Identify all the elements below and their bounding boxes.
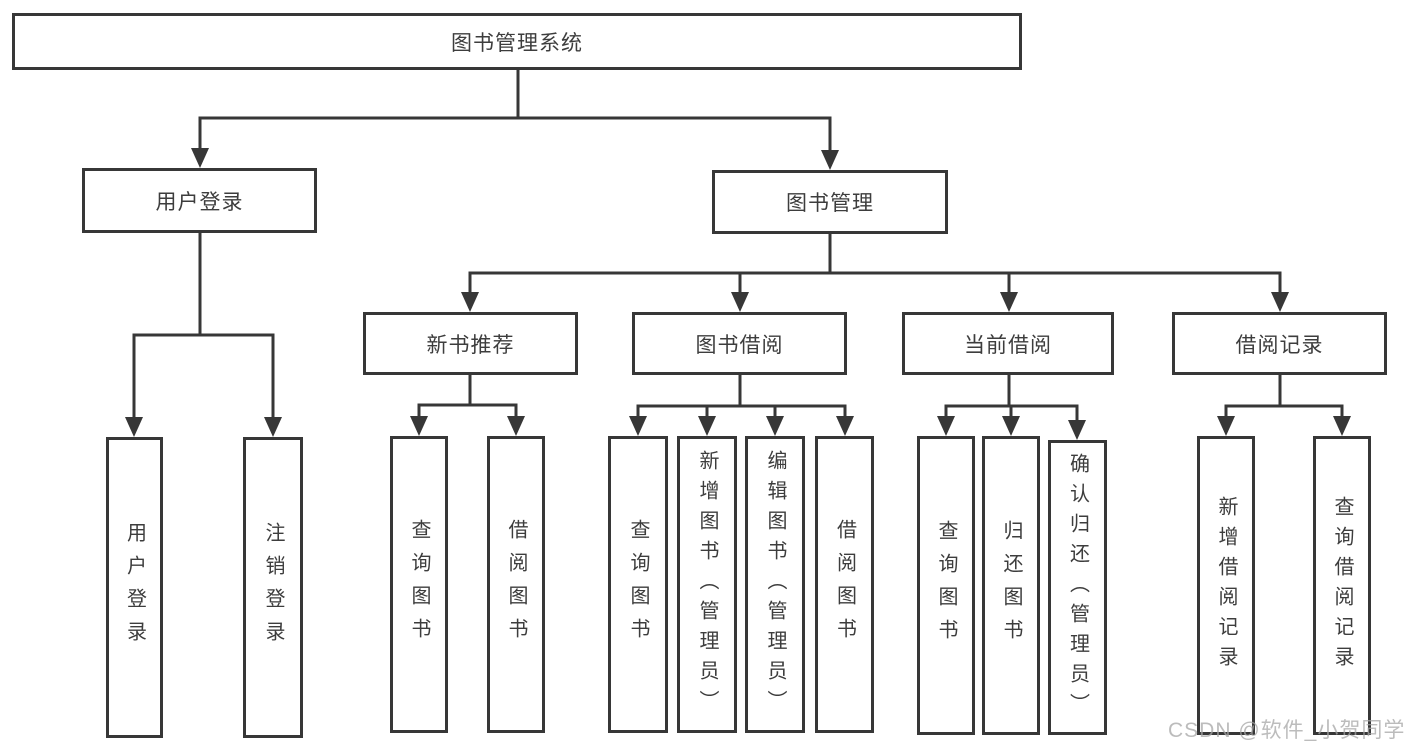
arrowhead-icon — [629, 416, 647, 436]
connector-borrowrecord-to-leaves — [1224, 372, 1344, 420]
node-leaf-edit-book-admin-label: 编辑图书（管理员） — [764, 449, 786, 720]
node-leaf-add-borrow-record: 新增借阅记录 — [1197, 436, 1255, 735]
connector-userlogin-to-leaves — [132, 230, 275, 421]
node-leaf-add-book-admin: 新增图书（管理员） — [677, 436, 737, 733]
connector-newbook-to-leaves — [417, 372, 518, 420]
connector-bookmgmt-to-level3 — [468, 231, 1282, 296]
node-new-book-recommend: 新书推荐 — [363, 312, 578, 375]
node-leaf-user-login: 用户登录 — [106, 437, 163, 738]
arrowhead-icon — [731, 292, 749, 312]
node-leaf-return-book-label: 归还图书 — [1000, 519, 1022, 652]
node-current-borrowing: 当前借阅 — [902, 312, 1114, 375]
connector-stems — [132, 67, 1344, 424]
connector-bookborrow-to-leaves — [636, 372, 847, 420]
node-leaf-newbook-query-label: 查询图书 — [408, 518, 430, 651]
arrowhead-icon — [1002, 416, 1020, 436]
node-leaf-add-borrow-record-label: 新增借阅记录 — [1215, 495, 1237, 676]
node-leaf-current-query-book: 查询图书 — [917, 436, 975, 735]
arrowhead-icon — [1333, 416, 1351, 436]
arrowhead-icon — [1271, 292, 1289, 312]
arrowhead-icon — [766, 416, 784, 436]
arrowhead-icon — [836, 416, 854, 436]
node-leaf-borrow-book: 借阅图书 — [815, 436, 874, 733]
node-leaf-current-query-book-label: 查询图书 — [935, 519, 957, 652]
node-current-borrowing-label: 当前借阅 — [964, 333, 1052, 357]
node-root-label: 图书管理系统 — [451, 31, 583, 55]
node-book-borrowing: 图书借阅 — [632, 312, 847, 375]
node-leaf-newbook-borrow-label: 借阅图书 — [505, 518, 527, 651]
arrowhead-icon — [461, 292, 479, 312]
arrowhead-icon — [821, 150, 839, 170]
node-book-borrowing-label: 图书借阅 — [695, 333, 784, 357]
arrowheads — [125, 148, 1351, 440]
arrowhead-icon — [937, 416, 955, 436]
node-leaf-edit-book-admin: 编辑图书（管理员） — [745, 436, 805, 733]
connector-root-to-level2 — [198, 67, 832, 154]
arrowhead-icon — [1068, 420, 1086, 440]
node-leaf-query-borrow-record-label: 查询借阅记录 — [1331, 495, 1353, 676]
node-book-management-label: 图书管理 — [786, 192, 874, 215]
node-user-login: 用户登录 — [82, 168, 317, 233]
node-book-management: 图书管理 — [712, 170, 948, 234]
arrowhead-icon — [698, 416, 716, 436]
node-new-book-recommend-label: 新书推荐 — [426, 333, 515, 357]
node-leaf-return-book: 归还图书 — [982, 436, 1040, 735]
csdn-watermark: CSDN @软件_小贺同学 — [1168, 719, 1405, 742]
arrowhead-icon — [191, 148, 209, 168]
node-leaf-newbook-borrow: 借阅图书 — [487, 436, 545, 733]
node-borrow-records: 借阅记录 — [1172, 312, 1387, 375]
node-leaf-borrow-query-book-label: 查询图书 — [627, 518, 649, 651]
node-leaf-confirm-return-admin-label: 确认归还（管理员） — [1066, 452, 1089, 723]
node-borrow-records-label: 借阅记录 — [1235, 333, 1324, 357]
arrowhead-icon — [264, 417, 282, 437]
node-leaf-query-borrow-record: 查询借阅记录 — [1313, 436, 1371, 735]
node-leaf-logout: 注销登录 — [243, 437, 303, 738]
arrowhead-icon — [1000, 292, 1018, 312]
node-leaf-borrow-book-label: 借阅图书 — [833, 518, 856, 651]
arrowhead-icon — [507, 416, 525, 436]
node-leaf-add-book-admin-label: 新增图书（管理员） — [696, 449, 718, 720]
arrowhead-icon — [1217, 416, 1235, 436]
node-leaf-confirm-return-admin: 确认归还（管理员） — [1048, 440, 1107, 735]
node-root: 图书管理系统 — [12, 13, 1022, 70]
node-user-login-label: 用户登录 — [155, 190, 244, 214]
arrowhead-icon — [410, 416, 428, 436]
node-leaf-logout-label: 注销登录 — [262, 521, 284, 654]
node-leaf-newbook-query: 查询图书 — [390, 436, 448, 733]
node-leaf-borrow-query-book: 查询图书 — [608, 436, 668, 733]
arrowhead-icon — [125, 417, 143, 437]
node-leaf-user-login-label: 用户登录 — [123, 521, 146, 654]
connector-currentborrow-to-leaves — [944, 372, 1079, 424]
